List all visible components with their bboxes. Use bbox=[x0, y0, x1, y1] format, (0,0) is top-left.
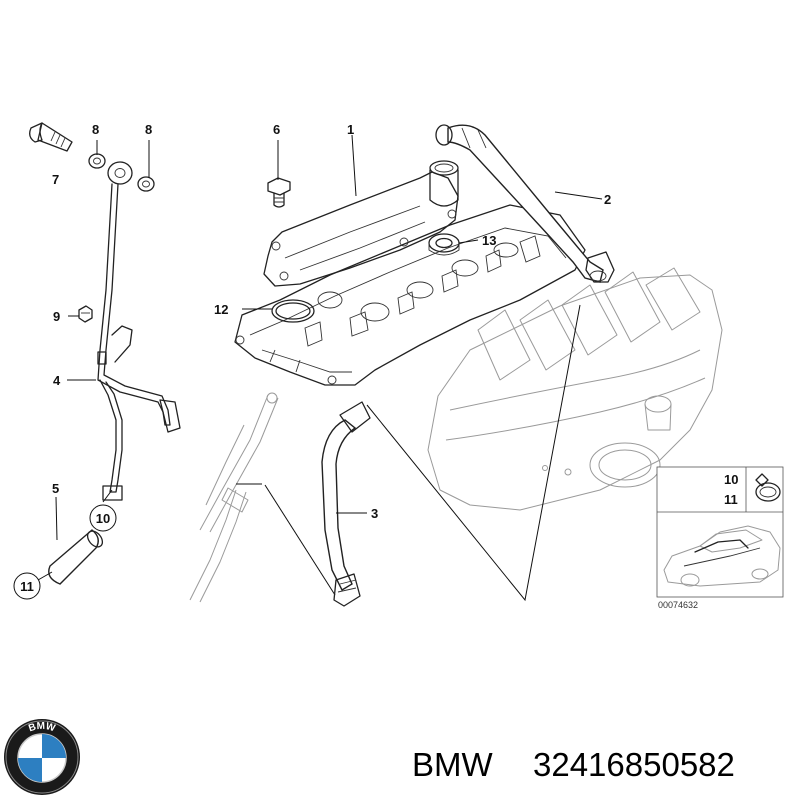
svg-text:BMW: BMW bbox=[27, 721, 57, 735]
callout-11: 11 bbox=[20, 579, 34, 594]
callout-2: 2 bbox=[604, 192, 611, 207]
inset-panel: 10 11 00074632 bbox=[656, 466, 784, 610]
callout-8-b: 8 bbox=[145, 122, 152, 137]
callout-13: 13 bbox=[482, 233, 496, 248]
car-silhouette-icon bbox=[663, 525, 781, 587]
caption-part-number: 32416850582 bbox=[533, 746, 735, 783]
callout-6: 6 bbox=[273, 122, 280, 137]
assembly-lines bbox=[236, 304, 581, 602]
part-7-banjo-bolt bbox=[29, 122, 73, 152]
part-8-washer-b bbox=[137, 176, 155, 192]
part-6-bolt bbox=[267, 177, 291, 208]
inset-label-10: 10 bbox=[724, 472, 738, 487]
inset-label-11: 11 bbox=[724, 492, 738, 507]
part-1-separator-cover bbox=[263, 160, 459, 287]
part-9-screw bbox=[78, 305, 93, 323]
intake-manifold-ghost bbox=[427, 267, 723, 511]
part-2-breather-hose bbox=[435, 124, 615, 283]
caption: BMW 32416850582 bbox=[412, 746, 735, 783]
valve-cover bbox=[234, 204, 586, 386]
callout-4: 4 bbox=[53, 373, 61, 388]
hose-clamp-icon bbox=[755, 473, 781, 502]
callout-9: 9 bbox=[53, 309, 60, 324]
logo-ring-text: BMW bbox=[27, 721, 57, 735]
callout-1: 1 bbox=[347, 122, 354, 137]
callout-10-circle bbox=[89, 504, 117, 532]
caption-brand: BMW bbox=[412, 746, 494, 783]
reference-code: 00074632 bbox=[658, 600, 698, 610]
part-13-seal bbox=[428, 233, 460, 256]
callout-12: 12 bbox=[214, 302, 228, 317]
callout-8-a: 8 bbox=[92, 122, 99, 137]
callout-10: 10 bbox=[96, 511, 110, 526]
part-8-washer-a bbox=[88, 153, 106, 169]
part-4-oil-pipe bbox=[97, 161, 181, 501]
callout-5: 5 bbox=[52, 481, 59, 496]
dipstick-tube-ghost bbox=[189, 392, 279, 603]
callout-7: 7 bbox=[52, 172, 59, 187]
bmw-logo: BMW bbox=[4, 719, 80, 795]
callout-11-circle bbox=[13, 572, 41, 600]
part-3-hose bbox=[321, 401, 371, 607]
callouts: 1 2 3 4 5 6 7 8 8 9 10 11 12 13 bbox=[13, 122, 611, 600]
leader-lines bbox=[37, 134, 603, 581]
callout-3: 3 bbox=[371, 506, 378, 521]
part-12-o-ring bbox=[271, 299, 315, 323]
